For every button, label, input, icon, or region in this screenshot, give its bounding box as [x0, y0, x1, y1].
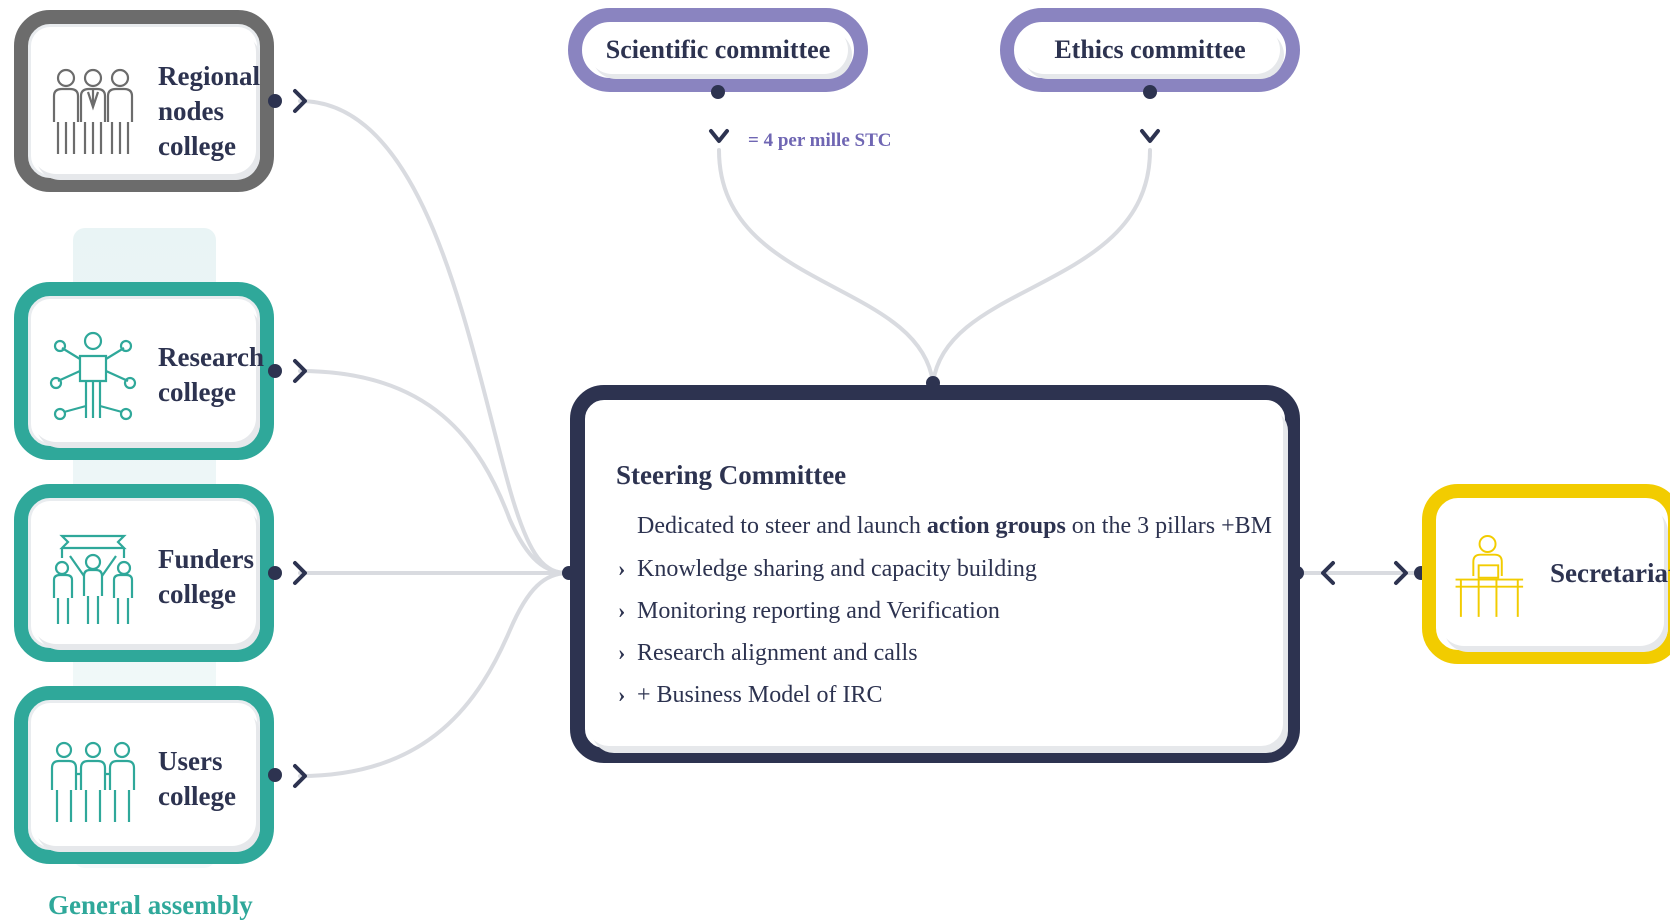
banner-people-icon	[52, 534, 134, 624]
group-people-icon	[52, 68, 134, 154]
steering-intro-prefix: Dedicated to steer and launch	[637, 513, 927, 539]
scientific-connector-dot	[711, 85, 725, 99]
ethics-connector	[931, 148, 1152, 385]
regional-label-line-2: nodes	[158, 96, 225, 126]
research-arrow-icon	[293, 359, 307, 383]
steering-item: Research alignment and calls	[637, 640, 918, 666]
scientific-committee: Scientific committee	[568, 8, 868, 99]
funders-connector-dot	[268, 566, 282, 580]
scientific-committee-label: Scientific committee	[605, 35, 831, 64]
research-connector	[298, 369, 570, 575]
ethics-arrow-icon	[1140, 129, 1160, 143]
regional-arrow-icon	[293, 89, 307, 113]
ethics-connector-dot	[1143, 85, 1157, 99]
users-college: Users college	[14, 686, 282, 864]
ethics-committee-label: Ethics committee	[1054, 35, 1246, 64]
funders-college: Funders college	[14, 484, 282, 662]
chevron-right-icon: ›	[618, 640, 626, 665]
research-college: Research college	[14, 282, 282, 460]
steering-item: Knowledge sharing and capacity building	[637, 556, 1037, 582]
steering-item: + Business Model of IRC	[637, 682, 883, 708]
general-assembly-label: General assembly	[48, 890, 253, 920]
secretariat-right-arrow-icon	[1394, 561, 1408, 585]
steering-left-arrow-icon	[1321, 561, 1335, 585]
group-people-icon	[50, 741, 136, 822]
funders-label-line-2: college	[158, 579, 236, 609]
steering-intro: Dedicated to steer and launch action gro…	[637, 513, 1272, 540]
steering-intro-bold: action groups	[926, 513, 1066, 539]
scientific-connector	[717, 148, 935, 385]
users-connector-dot	[268, 768, 282, 782]
committee-note: = 4 per mille STC	[748, 130, 892, 151]
regional-nodes-college: Regional nodes college	[14, 10, 282, 192]
chevron-right-icon: ›	[618, 556, 626, 581]
users-label-line-2: college	[158, 781, 236, 811]
ethics-committee: Ethics committee	[1000, 8, 1300, 99]
network-person-icon	[49, 331, 137, 421]
users-label-line-1: Users	[158, 746, 223, 776]
secretariat-label: Secretariat	[1550, 558, 1670, 588]
chevron-right-icon: ›	[618, 598, 626, 623]
steering-committee: Steering Committee Dedicated to steer an…	[570, 385, 1300, 763]
regional-connector-dot	[268, 94, 282, 108]
regional-label-line-3: college	[158, 131, 236, 161]
chevron-right-icon: ›	[618, 682, 626, 707]
desk-person-icon	[1455, 535, 1524, 617]
research-connector-dot	[268, 364, 282, 378]
users-connector	[298, 571, 570, 778]
regional-connector	[298, 99, 570, 575]
steering-item: Monitoring reporting and Verification	[637, 598, 1000, 624]
steering-intro-suffix: on the 3 pillars +BM	[1065, 513, 1272, 539]
funders-label-line-1: Funders	[158, 544, 255, 574]
users-arrow-icon	[293, 764, 307, 788]
secretariat: Secretariat	[1422, 484, 1670, 664]
steering-title: Steering Committee	[616, 460, 847, 490]
scientific-arrow-icon	[709, 129, 729, 143]
funders-arrow-icon	[293, 561, 307, 585]
research-label-line-1: Research	[158, 342, 264, 372]
regional-label-line-1: Regional	[158, 61, 261, 91]
research-label-line-2: college	[158, 377, 236, 407]
